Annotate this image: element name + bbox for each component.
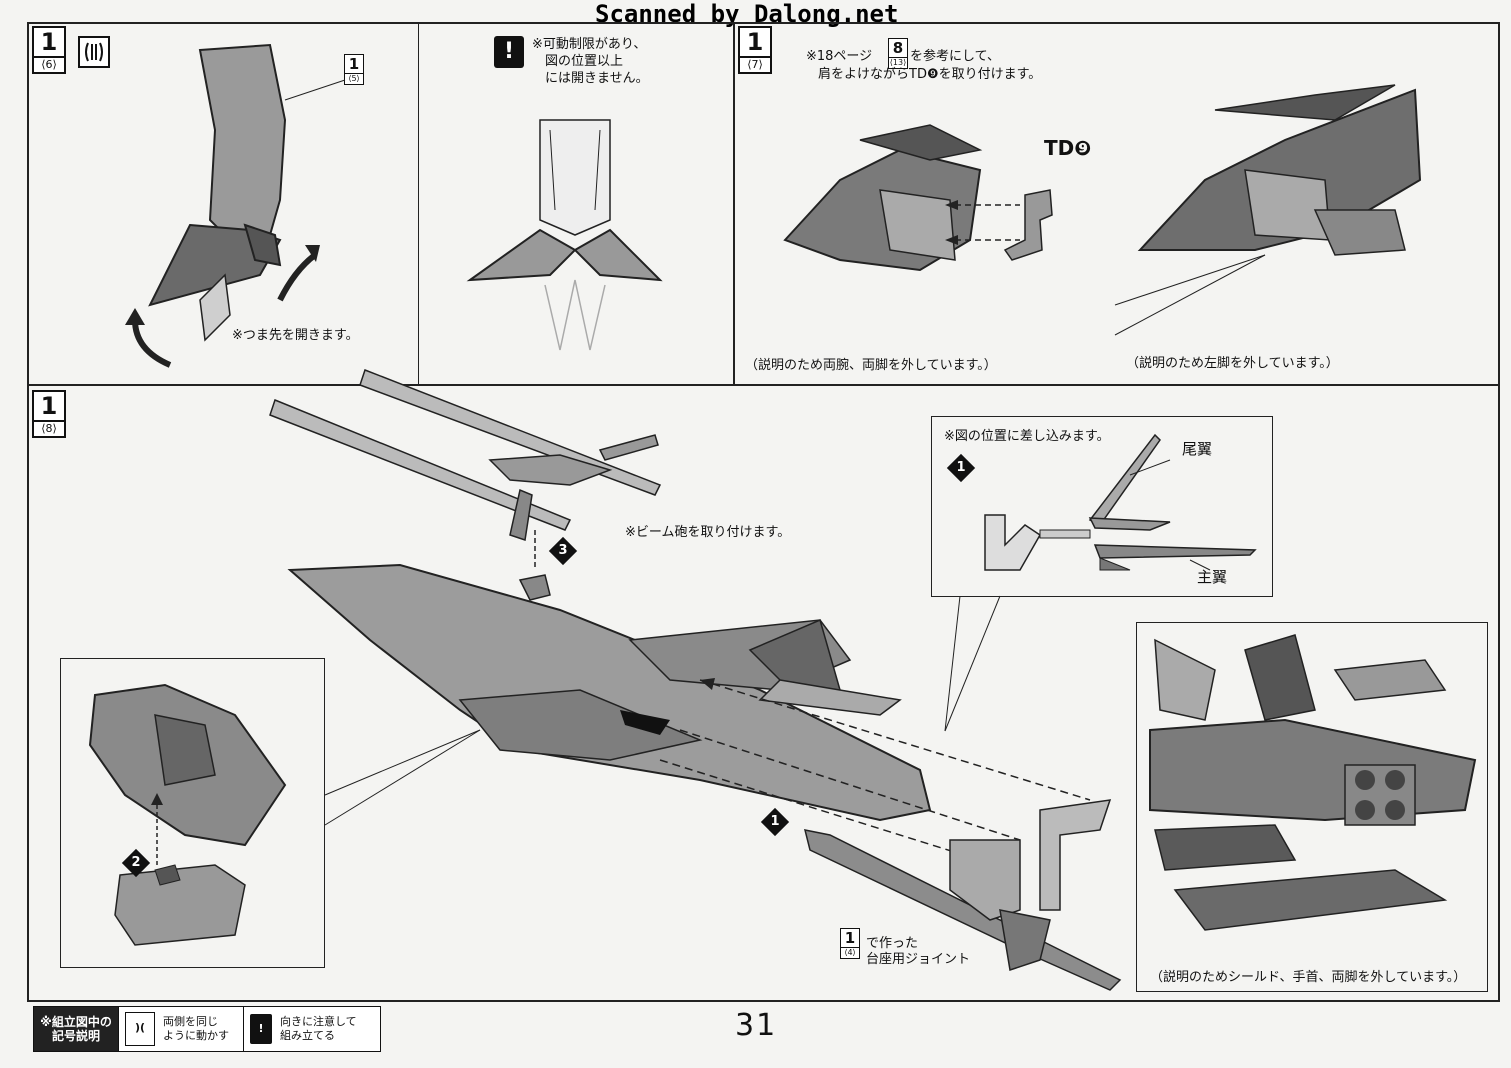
main-wing-label: 主翼 <box>1197 568 1228 586</box>
wing-insert-inset <box>931 416 1273 597</box>
marker-text: 2 <box>131 855 141 870</box>
step-number-1-7: 1 ⟨7⟩ <box>738 26 772 74</box>
legend-item2-line1: 向きに注意して <box>280 1015 357 1028</box>
symbol-legend: ※組立図中の 記号説明 )( 両側を同じ ように動かす ! 向きに注意して 組み… <box>33 1006 381 1052</box>
toe-open-note: ※つま先を開きます。 <box>232 328 359 343</box>
legend-item2-line2: 組み立てる <box>280 1029 335 1042</box>
ref-step-sub: ⟨4⟩ <box>840 948 860 959</box>
caption-shield-hands-legs-removed: （説明のためシールド、手首、両脚を外しています。） <box>1150 970 1467 985</box>
ref-step-number: 1 <box>344 54 364 74</box>
tail-wing-label: 尾翼 <box>1182 440 1213 458</box>
divider-step7 <box>733 22 735 386</box>
ref-step-number: 1 <box>840 928 860 948</box>
movement-limit-warning-2: 図の位置以上 <box>545 54 624 69</box>
ref-page-note-b: を参考にして、 <box>910 49 1000 64</box>
legend-item-caution: ! 向きに注意して 組み立てる <box>244 1007 380 1051</box>
legend-title: ※組立図中の 記号説明 <box>34 1007 119 1051</box>
inset-left-pointer <box>324 729 481 826</box>
torso-td9-illustration <box>783 124 1053 272</box>
symmetric-move-icon: )( <box>125 1012 155 1046</box>
ref-step-number: 8 <box>888 38 908 58</box>
legend-item1-line1: 両側を同じ <box>163 1015 218 1028</box>
ref-step-8-13: 8 ⟨13⟩ <box>888 38 908 69</box>
step-number: 1 <box>738 26 772 58</box>
insert-position-note: ※図の位置に差し込みます。 <box>944 429 1110 444</box>
legend-item1-line2: ように動かす <box>163 1029 229 1042</box>
ref-step-sub: ⟨5⟩ <box>344 74 364 85</box>
legend-title-line1: ※組立図中の <box>40 1015 112 1029</box>
step-sub-number: ⟨7⟩ <box>738 58 772 74</box>
shield-attach-illustration <box>88 683 287 946</box>
ref-page-note-a: ※18ページ <box>806 49 873 64</box>
joint-label-line1: で作った <box>866 936 919 951</box>
caption-left-leg-removed: （説明のため左脚を外しています。） <box>1126 356 1339 371</box>
step-number: 1 <box>32 390 66 422</box>
step-marker-1-inset: 1 <box>946 453 976 483</box>
caution-icon: ! <box>494 36 524 68</box>
leader-lines-step7 <box>1114 254 1266 336</box>
marker-text: 1 <box>770 814 780 829</box>
movement-limit-warning-1: ※可動制限があり、 <box>532 37 647 52</box>
beam-cannon-illustration <box>269 369 662 570</box>
attach-td-note: 肩をよけながらTD❾を取り付けます。 <box>818 67 1042 82</box>
legend-item-symmetric: )( 両側を同じ ように動かす <box>119 1007 244 1051</box>
movement-limit-warning-3: には開きません。 <box>545 71 649 86</box>
symmetric-move-icon <box>78 36 110 68</box>
wing-insert-illustration <box>984 433 1257 571</box>
step-marker-2: 2 <box>121 848 151 878</box>
td9-part-label: TD❾ <box>1044 136 1092 160</box>
step-sub-number: ⟨6⟩ <box>32 58 66 74</box>
leg-part-illustration <box>125 43 346 368</box>
shield-attach-inset <box>60 658 325 968</box>
ref-step-1-5: 1 ⟨5⟩ <box>344 54 364 85</box>
inset-callout-pointer <box>944 595 1001 732</box>
step-sub-number: ⟨8⟩ <box>32 422 66 438</box>
caution-icon: ! <box>250 1014 272 1044</box>
step-marker-1-main: 1 <box>760 807 790 837</box>
display-base-joint-illustration <box>803 799 1122 991</box>
dashed-guide-lines <box>659 678 1091 861</box>
step-number-1-6: 1 ⟨6⟩ <box>32 26 66 74</box>
step-number-1-8: 1 ⟨8⟩ <box>32 390 66 438</box>
ref-step-sub: ⟨13⟩ <box>888 58 908 69</box>
legend-title-line2: 記号説明 <box>51 1029 100 1043</box>
stand-closeup-inset <box>1136 622 1488 992</box>
caption-arms-legs-removed: （説明のため両腕、両脚を外しています。） <box>745 358 997 373</box>
divider-step6 <box>418 22 419 386</box>
stand-closeup-illustration <box>1149 634 1477 931</box>
step-number: 1 <box>32 26 66 58</box>
bottom-section-frame <box>27 384 1500 1002</box>
page-number: 31 <box>735 1008 778 1043</box>
torso-assembled-illustration <box>1137 84 1422 256</box>
beam-cannon-note: ※ビーム砲を取り付けます。 <box>625 525 791 540</box>
marker-text: 1 <box>956 460 966 475</box>
joint-label-line2: 台座用ジョイント <box>866 952 971 967</box>
ref-step-1-4: 1 ⟨4⟩ <box>840 928 860 959</box>
feet-front-illustration <box>466 119 663 351</box>
fighter-mode-illustration <box>287 563 932 822</box>
